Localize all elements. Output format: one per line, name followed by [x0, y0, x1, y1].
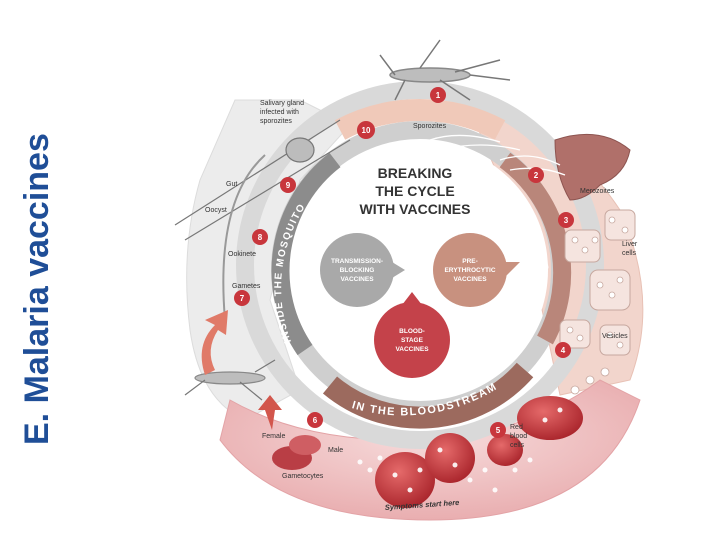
svg-text:7: 7: [240, 294, 245, 303]
blood-stage-label-3: VACCINES: [395, 346, 429, 353]
blood-stage-bubble: BLOOD- STAGE VACCINES: [374, 292, 450, 378]
step-marker-5: 5: [490, 422, 506, 438]
gametocyte-cells: [272, 435, 321, 470]
blood-stage-label-2: STAGE: [401, 337, 424, 344]
transmission-arrow-up: [201, 310, 228, 375]
outer-ring: [236, 81, 604, 449]
pre-erythrocytic-label-3: VACCINES: [453, 276, 487, 283]
label-rbc-2: blood: [510, 433, 527, 440]
label-rbc-3: cells: [510, 442, 525, 449]
step-marker-3: 3: [558, 212, 574, 228]
step-markers: 1 2 3 4 5 6 7 8 9 10: [234, 87, 574, 438]
ring-mosquito-arc: [271, 152, 341, 356]
red-blood-cells: [375, 396, 583, 508]
mosquito-bottom-icon: [184, 359, 276, 401]
label-oocyst: Oocyst: [205, 207, 227, 214]
svg-text:4: 4: [561, 346, 566, 355]
svg-text:2: 2: [534, 171, 539, 180]
center-title: BREAKING THE CYCLE WITH VACCINES: [360, 165, 471, 217]
transmission-label-2: BLOCKING: [340, 267, 375, 274]
step-marker-9: 9: [280, 177, 296, 193]
blood-stage-label-1: BLOOD-: [399, 328, 425, 335]
svg-text:10: 10: [362, 126, 371, 135]
step-marker-6: 6: [307, 412, 323, 428]
label-sporozites: Sporozites: [413, 123, 447, 130]
blood-parasite-dots: [357, 407, 563, 493]
label-gut: Gut: [226, 181, 237, 188]
liver-organ-icon: [554, 133, 631, 201]
ring-segment-top: [334, 99, 506, 140]
step-marker-10: 10: [357, 121, 375, 139]
center-title-line-1: BREAKING: [378, 165, 453, 181]
transmission-label-1: TRANSMISSION-: [331, 258, 383, 265]
transmission-label-3: VACCINES: [340, 276, 374, 283]
pre-erythrocytic-label-2: ERYTHROCYTIC: [444, 267, 495, 274]
label-rbc-1: Red: [510, 424, 523, 431]
label-liver-cells-1: Liver: [622, 241, 638, 248]
annotation-labels: Salivary gland infected with sporozites …: [205, 100, 638, 480]
pre-erythrocytic-label-1: PRE-: [462, 258, 478, 265]
step-marker-7: 7: [234, 290, 250, 306]
label-salivary-3: sporozites: [260, 118, 292, 125]
step-marker-8: 8: [252, 229, 268, 245]
label-salivary-1: Salivary gland: [260, 100, 304, 107]
label-salivary-2: infected with: [260, 109, 299, 116]
mosquito-left-icon: [174, 119, 351, 321]
label-male: Male: [328, 447, 343, 454]
svg-text:9: 9: [286, 181, 291, 190]
label-female: Female: [262, 433, 285, 440]
pre-erythrocytic-bubble: PRE- ERYTHROCYTIC VACCINES: [433, 233, 520, 307]
label-vesicles: Vesicles: [602, 333, 628, 340]
label-ookinete: Ookinete: [228, 251, 256, 258]
step-marker-2: 2: [528, 167, 544, 183]
svg-text:5: 5: [496, 426, 501, 435]
label-merozoites: Merozoites: [580, 188, 615, 195]
step-marker-4: 4: [555, 342, 571, 358]
vesicle-dots: [566, 216, 629, 395]
label-gametocytes: Gametocytes: [282, 473, 324, 480]
label-gametes: Gametes: [232, 283, 261, 290]
gametocyte-arrow-up: [258, 395, 282, 430]
ring-liver-arc: [499, 152, 572, 345]
svg-text:3: 3: [564, 216, 569, 225]
mosquito-top-icon: [379, 39, 511, 101]
center-disc: [292, 142, 548, 398]
label-liver-cells-2: cells: [622, 250, 637, 257]
ring-blood-arc: [322, 362, 534, 429]
step-marker-1: 1: [430, 87, 446, 103]
center-title-line-2: THE CYCLE: [375, 183, 454, 199]
transmission-blocking-bubble: TRANSMISSION- BLOCKING VACCINES: [320, 233, 405, 307]
svg-text:8: 8: [258, 233, 263, 242]
svg-text:6: 6: [313, 416, 318, 425]
svg-text:1: 1: [436, 91, 441, 100]
center-title-line-3: WITH VACCINES: [360, 201, 471, 217]
